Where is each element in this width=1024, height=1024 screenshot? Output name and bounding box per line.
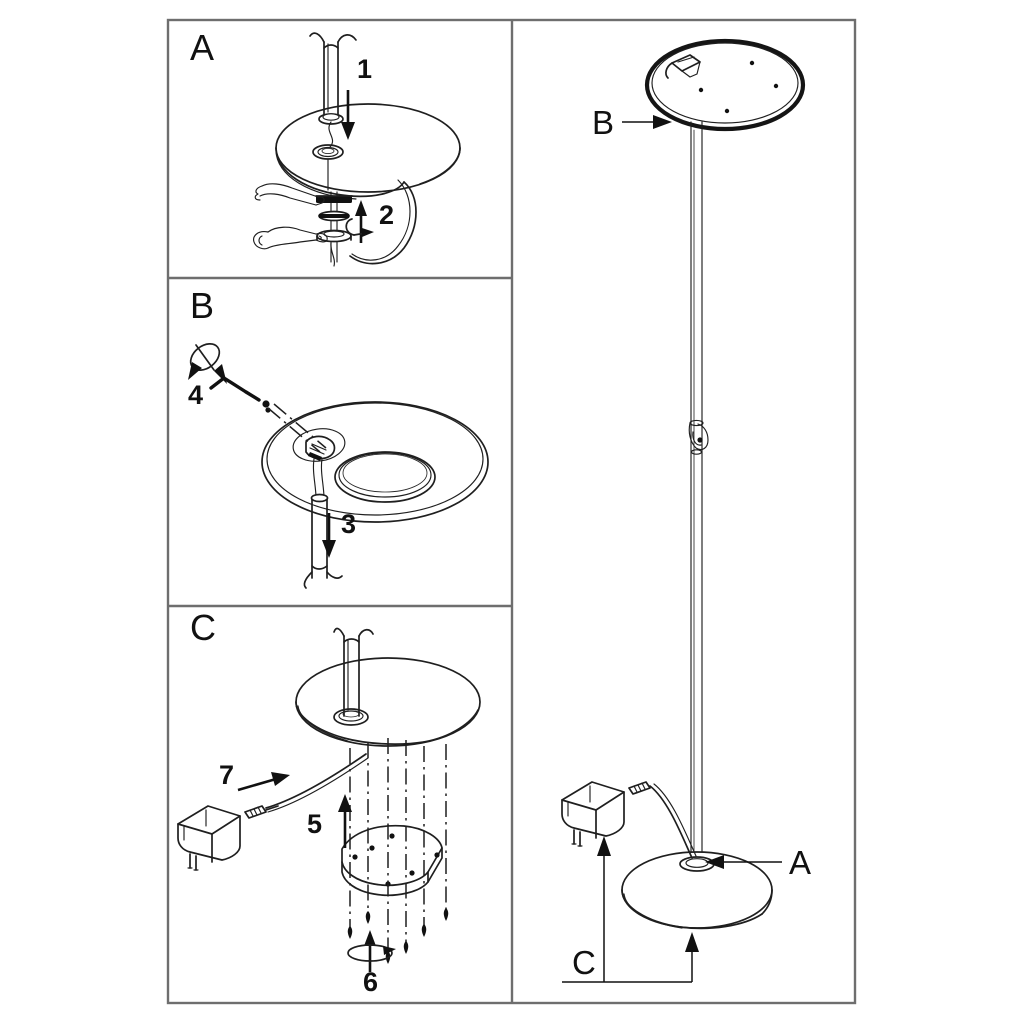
callout-letter-b: B	[592, 104, 614, 141]
panel-b-step3-arrow	[322, 513, 336, 558]
panel-a-base-disc	[275, 103, 461, 265]
panel-c-weight-plate	[341, 824, 443, 897]
panel-b-step4-arrow	[188, 343, 227, 384]
panel-label-b: B	[190, 285, 214, 326]
panel-a-pole	[309, 32, 357, 191]
main-base-disc	[621, 851, 773, 930]
panel-label-a: A	[190, 27, 214, 68]
panel-b-socket-bracket	[292, 428, 346, 462]
step-number-5: 5	[307, 809, 322, 839]
panel-c-step6-arrow	[347, 930, 396, 972]
panel-a-wrench-lower	[253, 226, 328, 250]
barrel-connector	[244, 805, 279, 819]
step-number-6: 6	[363, 967, 378, 997]
panel-a-step1-arrow	[341, 90, 355, 140]
step-number-2: 2	[379, 200, 394, 230]
step-number-4: 4	[188, 380, 203, 410]
panel-a-nut-stack	[315, 191, 353, 267]
step-number-3: 3	[341, 509, 356, 539]
panel-b-pole-insert	[303, 458, 343, 589]
panel-c-step5-arrow	[338, 794, 352, 848]
panel-label-c: C	[190, 607, 216, 648]
step-number-7: 7	[219, 760, 234, 790]
callout-letter-a: A	[789, 844, 811, 881]
main-pole-joint	[688, 419, 709, 455]
panel-a-step2-arrow	[345, 200, 374, 243]
main-lamp-head	[644, 38, 806, 132]
main-power-adapter	[561, 781, 697, 859]
panel-b-assembly-axis	[267, 403, 327, 453]
panel-c-step7-arrow	[237, 772, 290, 792]
main-pole	[690, 121, 703, 863]
main-barrel-connector	[628, 781, 651, 795]
panel-a-wrench-upper	[254, 183, 325, 206]
callout-letter-c: C	[572, 944, 596, 981]
callout-c-bracket	[562, 836, 699, 983]
panel-c-power-adapter	[177, 753, 369, 871]
callout-b-leader	[622, 115, 672, 129]
step-number-1: 1	[357, 54, 372, 84]
callout-a-leader	[705, 855, 782, 869]
panel-c-pole	[333, 627, 374, 726]
panel-b-lamp-head	[261, 401, 489, 523]
